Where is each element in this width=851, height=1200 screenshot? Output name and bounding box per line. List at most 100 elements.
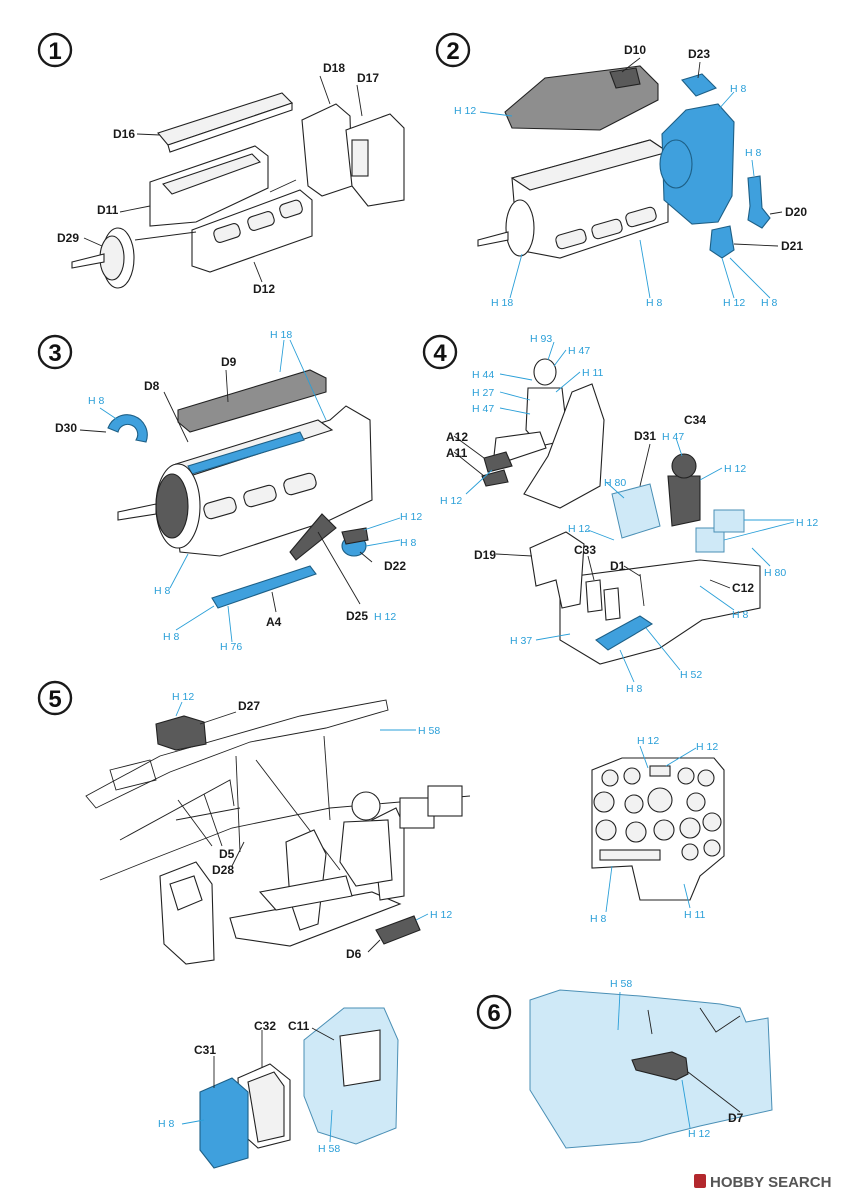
step-3: 3 bbox=[37, 329, 422, 653]
switch-row bbox=[599, 849, 661, 861]
paint-label: H 12 bbox=[568, 523, 590, 535]
part-d30-shape bbox=[107, 414, 148, 443]
step-1-drawing bbox=[71, 75, 405, 289]
part-c33-shape bbox=[585, 579, 603, 613]
paint-label: H 80 bbox=[604, 477, 626, 489]
paint-label: H 27 bbox=[472, 387, 494, 399]
gauge bbox=[601, 769, 619, 787]
part-label: D30 bbox=[55, 421, 77, 435]
step-5: 5 bbox=[37, 680, 725, 1169]
part-label: D11 bbox=[97, 203, 119, 217]
step-5-fuselage-drawing bbox=[85, 699, 471, 965]
step-badge bbox=[37, 334, 73, 370]
part-label: D29 bbox=[57, 231, 79, 245]
gauge bbox=[677, 767, 695, 785]
paint-label: H 76 bbox=[220, 641, 242, 653]
pilot-boot bbox=[483, 451, 513, 473]
radio-box bbox=[695, 527, 725, 553]
part-label: D7 bbox=[728, 1111, 744, 1125]
paint-label: H 12 bbox=[688, 1128, 710, 1140]
paint-label: H 8 bbox=[154, 585, 171, 597]
gear-face bbox=[155, 473, 189, 539]
part-label: D12 bbox=[253, 282, 275, 296]
part-label: A11 bbox=[446, 446, 468, 460]
part-label: D27 bbox=[238, 699, 260, 713]
part-c34-shape bbox=[667, 475, 701, 527]
port bbox=[247, 211, 275, 231]
part-d16-shape bbox=[157, 92, 294, 146]
gauge bbox=[625, 821, 647, 843]
port bbox=[283, 472, 317, 496]
step-number: 2 bbox=[446, 38, 459, 65]
paint-label: H 12 bbox=[796, 517, 818, 529]
part-label: D6 bbox=[346, 947, 362, 961]
part-label: D5 bbox=[219, 847, 235, 861]
step-6-drawing bbox=[529, 989, 773, 1149]
part-d10-detail bbox=[609, 67, 641, 89]
instrument-panel-drawing bbox=[591, 745, 725, 913]
gauge bbox=[653, 819, 675, 841]
part-label: D22 bbox=[384, 559, 406, 573]
pilot-torso bbox=[339, 819, 393, 887]
paint-label: H 47 bbox=[662, 431, 684, 443]
port bbox=[279, 199, 303, 219]
part-label: D1 bbox=[610, 559, 626, 573]
fuselage-top-rail bbox=[85, 699, 389, 809]
paint-label: H 93 bbox=[530, 333, 552, 345]
part-label: D21 bbox=[781, 239, 803, 253]
port bbox=[203, 496, 237, 520]
part-label: C12 bbox=[732, 581, 754, 595]
gauge bbox=[686, 792, 706, 812]
supercharger-shape bbox=[661, 103, 735, 225]
paint-label: H 80 bbox=[764, 567, 786, 579]
paint-label: H 12 bbox=[400, 511, 422, 523]
paint-label: H 18 bbox=[491, 297, 513, 309]
gauge bbox=[593, 791, 615, 813]
fuselage-detail bbox=[109, 759, 157, 791]
part-d25-shape bbox=[289, 513, 337, 561]
supercharger-intake bbox=[659, 139, 693, 189]
part-d17-detail bbox=[351, 139, 369, 177]
part-label: A12 bbox=[446, 430, 468, 444]
step-2-drawing bbox=[477, 57, 783, 299]
part-label: C33 bbox=[574, 543, 596, 557]
part-label: C11 bbox=[288, 1019, 310, 1033]
step-badge bbox=[422, 334, 458, 370]
part-d11-top bbox=[162, 153, 261, 195]
step-number: 5 bbox=[48, 686, 61, 713]
paint-label: H 12 bbox=[374, 611, 396, 623]
paint-label: H 11 bbox=[582, 367, 604, 379]
paint-label: H 8 bbox=[646, 297, 663, 309]
paint-label: H 12 bbox=[723, 297, 745, 309]
paint-label: H 8 bbox=[745, 147, 762, 159]
panel-detail bbox=[699, 1007, 741, 1033]
part-label: D28 bbox=[212, 863, 234, 877]
paint-label: H 8 bbox=[158, 1118, 175, 1130]
part-label: C31 bbox=[194, 1043, 216, 1057]
step-number: 3 bbox=[48, 340, 61, 367]
paint-label: H 58 bbox=[318, 1143, 340, 1155]
step-3-drawing bbox=[79, 339, 401, 643]
part-label: C32 bbox=[254, 1019, 276, 1033]
port bbox=[591, 218, 623, 240]
watermark: HOBBY SEARCH bbox=[694, 1174, 831, 1191]
part-d18-shape bbox=[301, 103, 353, 197]
part-d17-shape bbox=[345, 113, 405, 207]
port bbox=[213, 223, 241, 243]
part-d21-shape bbox=[709, 225, 735, 259]
part-d20-shape bbox=[747, 175, 771, 229]
step-number: 4 bbox=[433, 340, 447, 367]
part-c33-shape bbox=[603, 587, 621, 621]
part-label: D23 bbox=[688, 47, 710, 61]
step-4-drawing bbox=[453, 341, 795, 683]
paint-label: H 8 bbox=[163, 631, 180, 643]
paint-label: H 12 bbox=[724, 463, 746, 475]
paint-label: H 52 bbox=[680, 669, 702, 681]
watermark-text: HOBBY SEARCH bbox=[710, 1174, 831, 1191]
side-panel-detail bbox=[169, 875, 203, 911]
pilot-seat bbox=[523, 383, 605, 509]
part-label: D19 bbox=[474, 548, 496, 562]
part-d9-shape bbox=[177, 369, 327, 433]
paint-label: H 8 bbox=[88, 395, 105, 407]
part-a4-shape bbox=[211, 565, 317, 609]
